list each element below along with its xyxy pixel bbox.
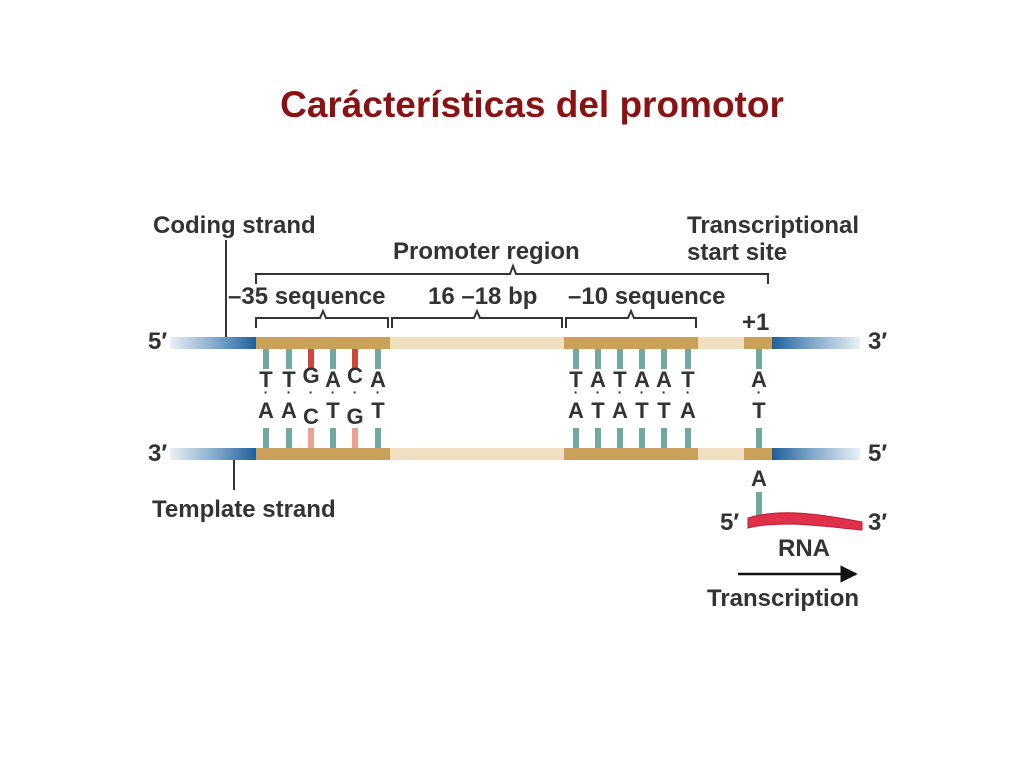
- tss-label-line1: Transcriptional: [687, 212, 859, 239]
- minus35-base-top-5: A: [370, 367, 386, 392]
- transcription-label: Transcription: [707, 585, 859, 612]
- minus10-bracket: [565, 308, 697, 328]
- minus10-base-bottom-5: A: [680, 398, 696, 423]
- minus35-rung-top-1: [286, 349, 292, 369]
- minus35-base-top-3: A: [325, 367, 341, 392]
- minus35-base-bottom-2: C: [303, 404, 319, 429]
- rna-left-end: 5′: [720, 509, 739, 536]
- minus10-base-bottom-1: T: [591, 398, 605, 423]
- minus10-base-bottom-2: A: [612, 398, 628, 423]
- coding-strand-label: Coding strand: [153, 212, 316, 239]
- minus10-rung-bottom-2: [617, 428, 623, 448]
- minus10-rung-top-0: [573, 349, 579, 369]
- template-strand: [170, 448, 860, 460]
- minus10-base-top-1: A: [590, 367, 606, 392]
- minus35-base-bottom-0: A: [258, 398, 274, 423]
- minus35-rung-bottom-0: [263, 428, 269, 448]
- plus1-label: +1: [742, 309, 769, 336]
- minus35-base-top-4: C: [347, 363, 363, 388]
- top-right-end: 3′: [868, 328, 887, 355]
- minus10-rung-top-4: [661, 349, 667, 369]
- coding-strand: [170, 337, 860, 349]
- minus10-hbond-1: ·: [596, 384, 601, 400]
- start-base-bottom: T: [752, 398, 766, 423]
- promoter-region-bracket: [255, 263, 769, 284]
- minus35-rung-top-5: [375, 349, 381, 369]
- minus35-rung-top-4: [352, 349, 358, 369]
- minus10-rung-bottom-4: [661, 428, 667, 448]
- minus35-base-top-0: T: [259, 367, 273, 392]
- minus10-rung-top-1: [595, 349, 601, 369]
- minus10-base-bottom-3: T: [635, 398, 649, 423]
- minus10-rung-top-2: [617, 349, 623, 369]
- minus10-base-bottom-4: T: [657, 398, 671, 423]
- page-title: Carácterísticas del promotor: [280, 84, 784, 125]
- minus35-base-bottom-4: G: [346, 404, 363, 429]
- minus10-base-top-5: T: [681, 367, 695, 392]
- rna-label: RNA: [778, 535, 830, 562]
- start-hbond: ·: [757, 384, 762, 400]
- minus10-base-top-0: T: [569, 367, 583, 392]
- minus35-rung-top-2: [308, 349, 314, 369]
- minus10-base-pairs: T·AA·TT·AA·TA·TT·A: [568, 349, 696, 448]
- minus10-hbond-4: ·: [662, 384, 667, 400]
- minus35-bracket: [255, 308, 389, 328]
- tss-label-line2: start site: [687, 239, 787, 266]
- start-base-top: A: [751, 367, 767, 392]
- minus10-rung-bottom-1: [595, 428, 601, 448]
- bottom-right-end: 5′: [868, 440, 887, 467]
- minus35-hbond-0: ·: [264, 384, 269, 400]
- minus35-base-bottom-1: A: [281, 398, 297, 423]
- minus35-rung-top-3: [330, 349, 336, 369]
- minus35-base-bottom-5: T: [371, 398, 385, 423]
- minus35-base-bottom-3: T: [326, 398, 340, 423]
- minus10-base-top-3: A: [634, 367, 650, 392]
- promoter-region-label: Promoter region: [393, 238, 580, 265]
- minus35-hbond-3: ·: [331, 384, 336, 400]
- top-left-end: 5′: [148, 328, 167, 355]
- minus35-rung-bottom-5: [375, 428, 381, 448]
- minus10-rung-bottom-0: [573, 428, 579, 448]
- minus35-hbond-2: ·: [309, 384, 314, 400]
- minus10-base-top-4: A: [656, 367, 672, 392]
- minus10-label: –10 sequence: [568, 283, 725, 310]
- minus35-rung-bottom-3: [330, 428, 336, 448]
- minus10-hbond-0: ·: [574, 384, 579, 400]
- minus35-hbond-5: ·: [376, 384, 381, 400]
- minus10-rung-bottom-3: [639, 428, 645, 448]
- rna-first-base: A: [751, 466, 767, 491]
- template-strand-label: Template strand: [152, 496, 336, 523]
- minus35-rung-bottom-2: [308, 428, 314, 448]
- minus35-label: –35 sequence: [228, 283, 385, 310]
- minus10-hbond-5: ·: [686, 384, 691, 400]
- minus35-base-top-1: T: [282, 367, 296, 392]
- minus35-rung-bottom-4: [352, 428, 358, 448]
- spacer-bracket: [391, 308, 563, 328]
- minus35-rung-bottom-1: [286, 428, 292, 448]
- minus35-base-pairs: T·AT·AG·CA·TC·GA·T: [258, 349, 386, 448]
- minus10-hbond-3: ·: [640, 384, 645, 400]
- minus10-base-bottom-0: A: [568, 398, 584, 423]
- bottom-left-end: 3′: [148, 440, 167, 467]
- start-site-base-pair: A·T: [751, 349, 767, 448]
- minus35-base-top-2: G: [302, 363, 319, 388]
- minus10-hbond-2: ·: [618, 384, 623, 400]
- start-rung-top: [756, 349, 762, 369]
- minus10-rung-bottom-5: [685, 428, 691, 448]
- minus10-rung-top-5: [685, 349, 691, 369]
- minus10-base-top-2: T: [613, 367, 627, 392]
- minus10-rung-top-3: [639, 349, 645, 369]
- start-rung-bottom: [756, 428, 762, 448]
- minus35-hbond-1: ·: [287, 384, 292, 400]
- rna-right-end: 3′: [868, 509, 887, 536]
- rna-strand: [747, 512, 863, 531]
- minus35-rung-top-0: [263, 349, 269, 369]
- spacer-label: 16 –18 bp: [428, 283, 537, 310]
- minus35-hbond-4: ·: [353, 384, 358, 400]
